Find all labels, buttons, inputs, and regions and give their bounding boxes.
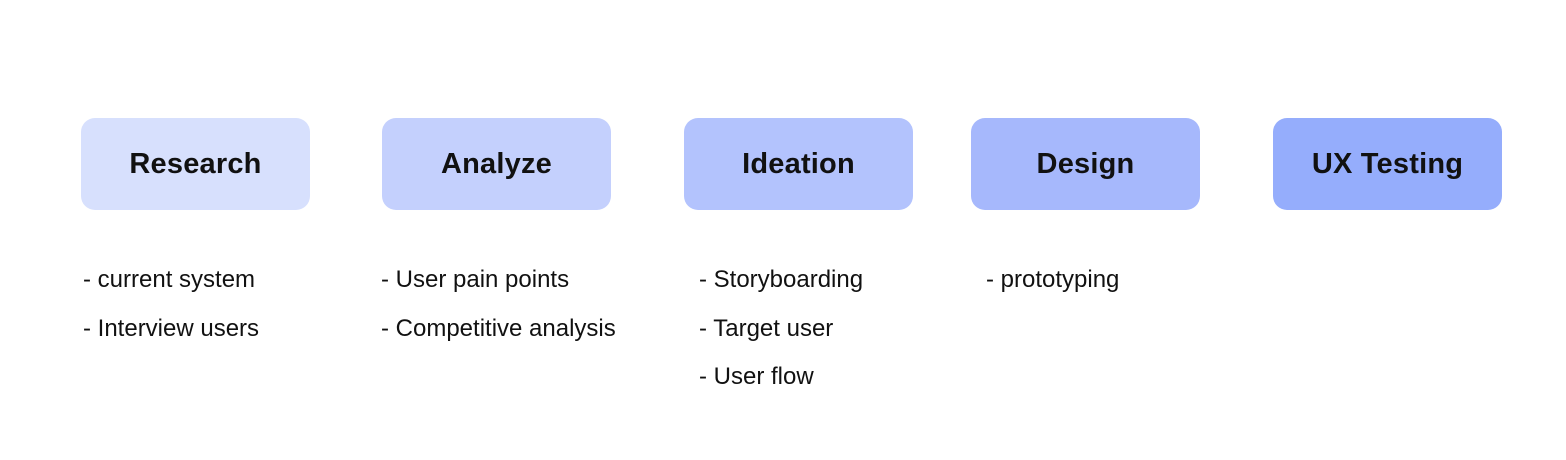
list-item: - Storyboarding xyxy=(699,266,864,293)
list-item: - prototyping xyxy=(986,266,1120,293)
list-item: - Target user xyxy=(699,314,834,342)
list-item: - User pain points xyxy=(381,266,570,293)
list-item: - Interview users xyxy=(83,314,260,342)
stage-label-analyze: Analyze xyxy=(441,147,552,180)
stage-label-ux-testing: UX Testing xyxy=(1311,147,1464,180)
analyze-items: - User pain points - Competitive analysi… xyxy=(381,256,616,353)
stage-ux-testing: UX Testing xyxy=(1273,118,1502,210)
stage-design: Design xyxy=(971,118,1200,210)
stage-ideation: Ideation xyxy=(684,118,913,210)
list-item: - User flow xyxy=(699,363,814,390)
list-item: - current system xyxy=(83,266,256,293)
stage-label-research: Research xyxy=(129,147,262,180)
stage-label-design: Design xyxy=(1036,147,1135,180)
stage-label-ideation: Ideation xyxy=(742,147,855,180)
stage-analyze: Analyze xyxy=(382,118,611,210)
design-items: - prototyping xyxy=(986,256,1119,305)
stage-research: Research xyxy=(81,118,310,210)
list-item: - Competitive analysis xyxy=(381,314,616,342)
research-items: - current system - Interview users xyxy=(83,256,259,353)
ideation-items: - Storyboarding - Target user - User flo… xyxy=(699,256,863,402)
